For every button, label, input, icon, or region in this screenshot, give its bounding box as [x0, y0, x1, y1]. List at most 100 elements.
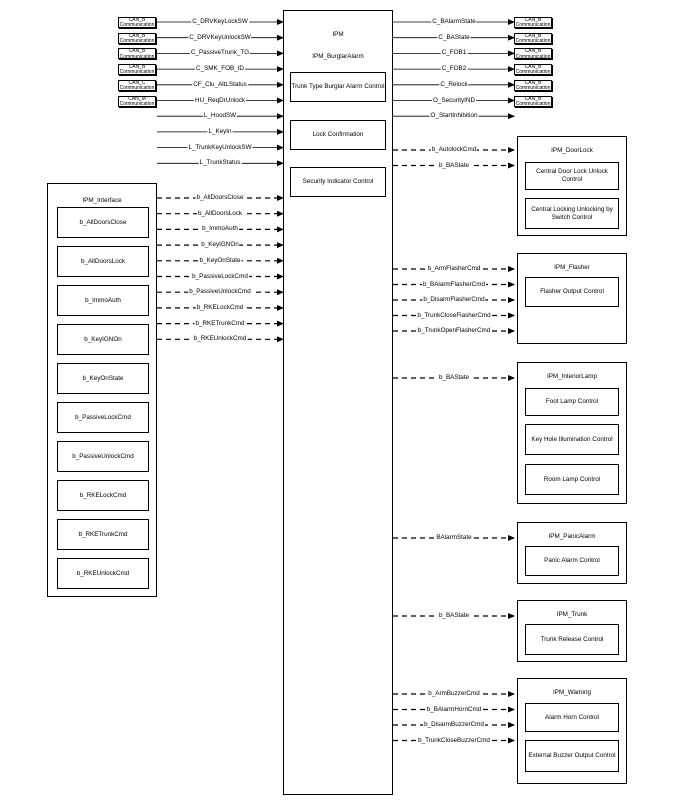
interface-item-block: b_PassiveUnlockCmd: [57, 441, 149, 472]
can-source-box: CAN_B Communication: [118, 48, 156, 60]
interface-item-block-label: b_KeyOnState: [82, 374, 124, 382]
interface-item-block: b_ImmoAuth: [57, 285, 149, 316]
can-target-box: CAN_B Communication: [514, 32, 552, 44]
input-signal-label: C_PassiveTrunk_TG: [189, 49, 251, 57]
module-signal-label: b_TrunkCloseBuzzerCmd: [417, 736, 491, 744]
output-signal-label: C_BAState: [437, 33, 471, 41]
interface-signal-label: b_KeyOnState: [198, 256, 242, 264]
module-block-label: Flasher Output Control: [540, 288, 604, 295]
lock-confirmation-block: Lock Confirmation: [290, 120, 386, 150]
input-signal-label: L_TrunkKeyUnlockSW: [187, 143, 253, 151]
security-indicator-control-block: Security Indicator Control: [290, 167, 386, 197]
interface-item-block: b_RKEUnlockCmd: [57, 558, 149, 589]
can-target-box: CAN_B Communication: [514, 48, 552, 60]
input-signal-label: L_HoodSW: [202, 112, 238, 120]
module-signal-label: b_BAlarmFlasherCmd: [422, 280, 486, 288]
can-source-box: CAN_B Communication: [118, 64, 156, 76]
module-signal-label: b_TrunkOpenFlasherCmd: [416, 327, 492, 334]
ipm-subtitle: IPM_BurglarAlarm: [312, 53, 364, 60]
input-signal-label: L_TrunkStatus: [198, 159, 242, 167]
module-signal-label: b_AutolockCmd: [430, 146, 478, 153]
interface-signal-label: b_RKETrunkCmd: [194, 319, 246, 327]
interface-item-block: b_KeyIGNOn: [57, 324, 149, 355]
input-signal-label: C_SMK_FOB_ID: [195, 65, 245, 73]
module-block-label: External Buzzer Output Control: [528, 752, 616, 759]
module-title: IPM_DoorLock: [551, 147, 593, 154]
module-title: IPM_InteriorLamp: [546, 373, 598, 380]
can-target-box: CAN_B Communication: [514, 95, 552, 107]
interface-signal-label: b_PassiveUnlockCmd: [188, 288, 252, 296]
interface-item-block-label: b_RKEUnlockCmd: [76, 569, 130, 577]
interface-signal-label: b_PassiveLockCmd: [191, 272, 249, 280]
can-target-box: CAN_B Communication: [514, 79, 552, 91]
module-title: IPM_Flasher: [554, 264, 590, 271]
can-source-box: CAN_B Communication: [118, 17, 156, 29]
interface-item-block: b_AllDoorsLock: [57, 246, 149, 277]
trunk-type-burglar-alarm-control-block: Trunk Type Burglar Alarm Control: [290, 72, 386, 102]
interface-item-block-label: b_KeyIGNOn: [84, 335, 122, 343]
interface-signal-label: b_AllDoorsClose: [195, 194, 245, 201]
interface-item-block: b_RKELockCmd: [57, 480, 149, 511]
input-signal-label: C_DRVKeyLockSW: [191, 18, 249, 25]
module-block: Room Lamp Control: [525, 464, 619, 495]
module-block-label: Panic Alarm Control: [544, 557, 600, 564]
module-block: Panic Alarm Control: [525, 546, 619, 576]
interface-item-block-label: b_RKETrunkCmd: [78, 530, 128, 538]
module-block-label: Key Hole Illumination Control: [531, 435, 613, 443]
output-signal-label: C_FOB2: [440, 65, 468, 73]
module-block-label: Trunk Release Control: [540, 635, 604, 643]
module-block-label: Foot Lamp Control: [545, 398, 599, 405]
module-block: External Buzzer Output Control: [525, 740, 619, 772]
module-block-label: Alarm Horn Control: [545, 713, 599, 721]
can-source-box: CAN_B Communication: [118, 32, 156, 44]
input-signal-label: CF_Clu_AltLStatus: [192, 80, 248, 88]
interface-item-block: b_AllDoorsClose: [57, 207, 149, 238]
can-source-box: CAN_C Communication: [118, 79, 156, 91]
module-signal-label: b_BAState: [437, 374, 471, 381]
interface-item-block-label: b_PassiveUnlockCmd: [72, 452, 134, 460]
interface-item-block-label: b_ImmoAuth: [85, 296, 121, 304]
interface-item-block-label: b_PassiveLockCmd: [75, 413, 131, 421]
module-block-label: Central Door Lock Unlock Control: [536, 168, 608, 183]
input-signal-label: L_KeyIn: [207, 127, 233, 135]
interface-item-block: b_KeyOnState: [57, 363, 149, 394]
module-signal-label: b_BAState: [437, 161, 471, 169]
module-block-label: Central Locking Unlocking by Switch Cont…: [531, 205, 613, 221]
output-signal-label: C_BAlarmState: [431, 18, 477, 25]
module-block: Central Locking Unlocking by Switch Cont…: [525, 198, 619, 229]
interface-item-block: b_PassiveLockCmd: [57, 402, 149, 433]
output-signal-label: C_FOB1: [440, 49, 468, 57]
input-signal-label: HU_ReqDrUnlock: [193, 96, 247, 104]
module-signal-label: b_ArmBuzzerCmd: [427, 690, 481, 697]
module-signal-label: b_BAState: [437, 612, 471, 619]
can-source-box: CAN_M Communication: [118, 95, 156, 107]
module-block: Flasher Output Control: [525, 277, 619, 307]
input-signal-label: C_DRVKeyUnlockSW: [188, 33, 252, 41]
interface-signal-label: b_ImmoAuth: [201, 225, 239, 233]
can-target-box: CAN_B Communication: [514, 17, 552, 29]
interface-signal-label: b_KeyIGNOn: [200, 241, 240, 249]
module-block: Foot Lamp Control: [525, 388, 619, 416]
output-signal-label: O_StartInhibition: [429, 112, 479, 120]
module-signal-label: b_TrunkCloseFlasherCmd: [416, 311, 492, 319]
module-block-label: Room Lamp Control: [543, 475, 601, 483]
module-block: Central Door Lock Unlock Control: [525, 162, 619, 190]
module-block: Key Hole Illumination Control: [525, 424, 619, 455]
interface-item-block: b_RKETrunkCmd: [57, 519, 149, 550]
interface-item-block-label: b_AllDoorsLock: [80, 257, 126, 265]
output-signal-label: C_Relock: [439, 80, 469, 88]
can-target-box: CAN_B Communication: [514, 64, 552, 76]
module-signal-label: b_BAlarmHornCmd: [425, 705, 483, 713]
module-block: Alarm Horn Control: [525, 703, 619, 732]
ipm-title: IPM: [332, 31, 344, 38]
module-block: Trunk Release Control: [525, 624, 619, 655]
module-signal-label: b_DisarmBuzzerCmd: [423, 721, 485, 728]
interface-item-block-label: b_AllDoorsClose: [79, 218, 127, 226]
interface-signal-label: b_AllDoorsLock: [196, 209, 244, 217]
interface-signal-label: b_RKELockCmd: [195, 303, 245, 311]
module-signal-label: BAlarmState: [435, 534, 473, 541]
ipm-interface-title: IPM_Interface: [82, 197, 122, 204]
module-signal-label: b_DisarmFlasherCmd: [422, 296, 486, 303]
module-title: IPM_Warning: [553, 689, 591, 696]
interface-signal-label: b_RKEUnlockCmd: [192, 335, 248, 343]
